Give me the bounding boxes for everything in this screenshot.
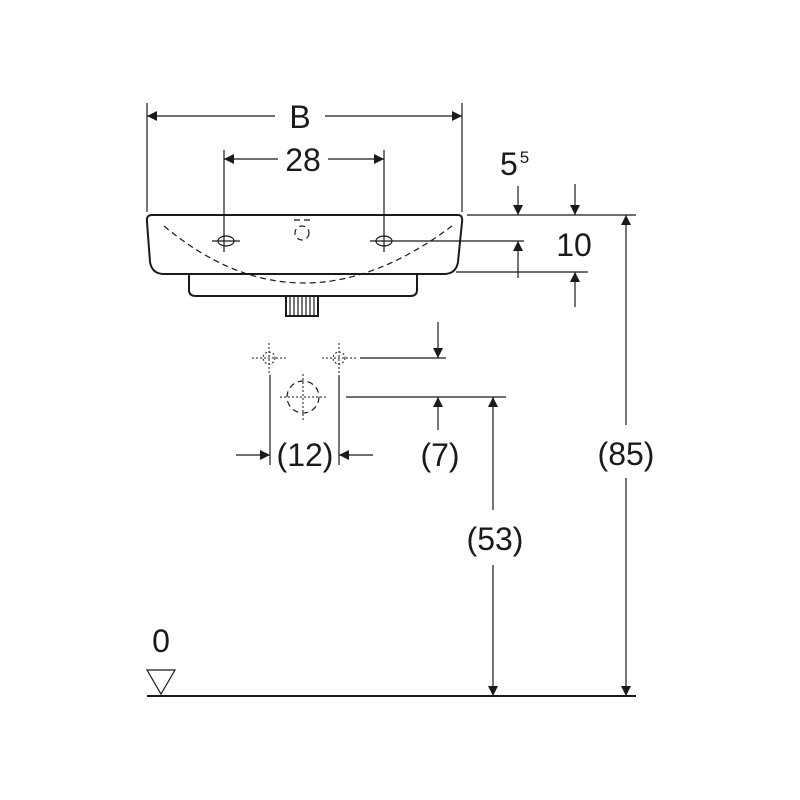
dimension-supply-offset: (7) [420, 322, 460, 473]
dimension-waste-height: (53) [467, 397, 524, 696]
dimension-rim-height: 10 [513, 227, 592, 307]
dimension-tap-hole-spacing: 28 [223, 142, 385, 252]
tap-hole-left [212, 235, 240, 247]
label-width-b: B [289, 99, 310, 135]
label-rim-total-height: (85) [598, 436, 655, 472]
waste-point [280, 374, 328, 420]
waste-outlet [285, 295, 319, 317]
label-rim-height: 10 [556, 227, 592, 263]
reference-lines-right [398, 214, 636, 273]
label-supply-spacing: (12) [277, 437, 334, 473]
label-waste-height: (53) [467, 521, 524, 557]
supply-point-right [322, 343, 356, 373]
dimension-rim-total-height: (85) [598, 215, 655, 696]
supply-point-left [252, 343, 286, 373]
label-supply-offset: (7) [420, 437, 459, 473]
dimension-width-b: B [146, 99, 463, 212]
dimension-supply-spacing: (12) [236, 375, 373, 473]
basin-outline [145, 214, 464, 297]
label-floor-level: 0 [152, 623, 170, 659]
level-marker-icon [145, 669, 177, 696]
label-tap-hole-spacing: 28 [285, 142, 321, 178]
floor-level: 0 [145, 623, 636, 697]
